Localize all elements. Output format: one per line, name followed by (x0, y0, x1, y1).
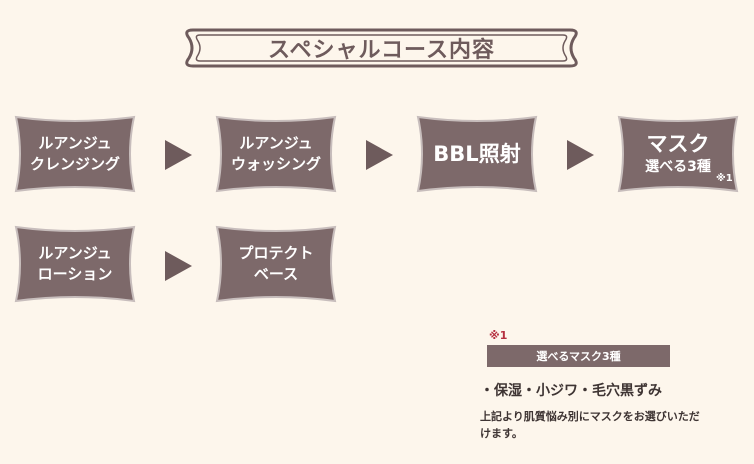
step-cleansing: ルアンジュ クレンジング (12, 113, 138, 195)
note-description: 上記より肌質悩み別にマスクをお選びいただけます。 (480, 410, 700, 440)
step-note-mark: ※1 (716, 173, 733, 184)
arrow-right-icon (366, 140, 393, 170)
step-line2: ベース (253, 265, 299, 283)
page-title: スペシャルコース内容 (268, 38, 495, 63)
note-mark: ※1 (489, 329, 508, 342)
arrow-right-icon (567, 140, 594, 170)
step-line1: ルアンジュ (239, 134, 313, 152)
step-line2: ウォッシング (230, 155, 321, 173)
step-line1: ルアンジュ (38, 244, 112, 262)
step-label: BBL照射 (433, 142, 521, 166)
step-protect-base: プロテクト ベース (213, 223, 339, 305)
step-washing: ルアンジュ ウォッシング (213, 113, 339, 195)
step-mask: マスク 選べる3種 ※1 (615, 113, 741, 195)
arrow-right-icon (165, 140, 192, 170)
step-bbl: BBL照射 (414, 113, 540, 195)
title-banner: スペシャルコース内容 (183, 24, 580, 72)
step-line1: ルアンジュ (38, 134, 112, 152)
step-line2: ローション (37, 265, 113, 283)
step-line2: クレンジング (29, 155, 120, 173)
arrow-right-icon (165, 251, 192, 281)
step-lotion: ルアンジュ ローション (12, 223, 138, 305)
step-line1: プロテクト (238, 244, 314, 262)
note-benefits: ・保湿・小ジワ・毛穴黒ずみ (480, 383, 662, 399)
step-line1: マスク (646, 132, 710, 156)
note-heading: 選べるマスク3種 (487, 345, 670, 367)
step-line2: 選べる3種 (645, 159, 711, 175)
